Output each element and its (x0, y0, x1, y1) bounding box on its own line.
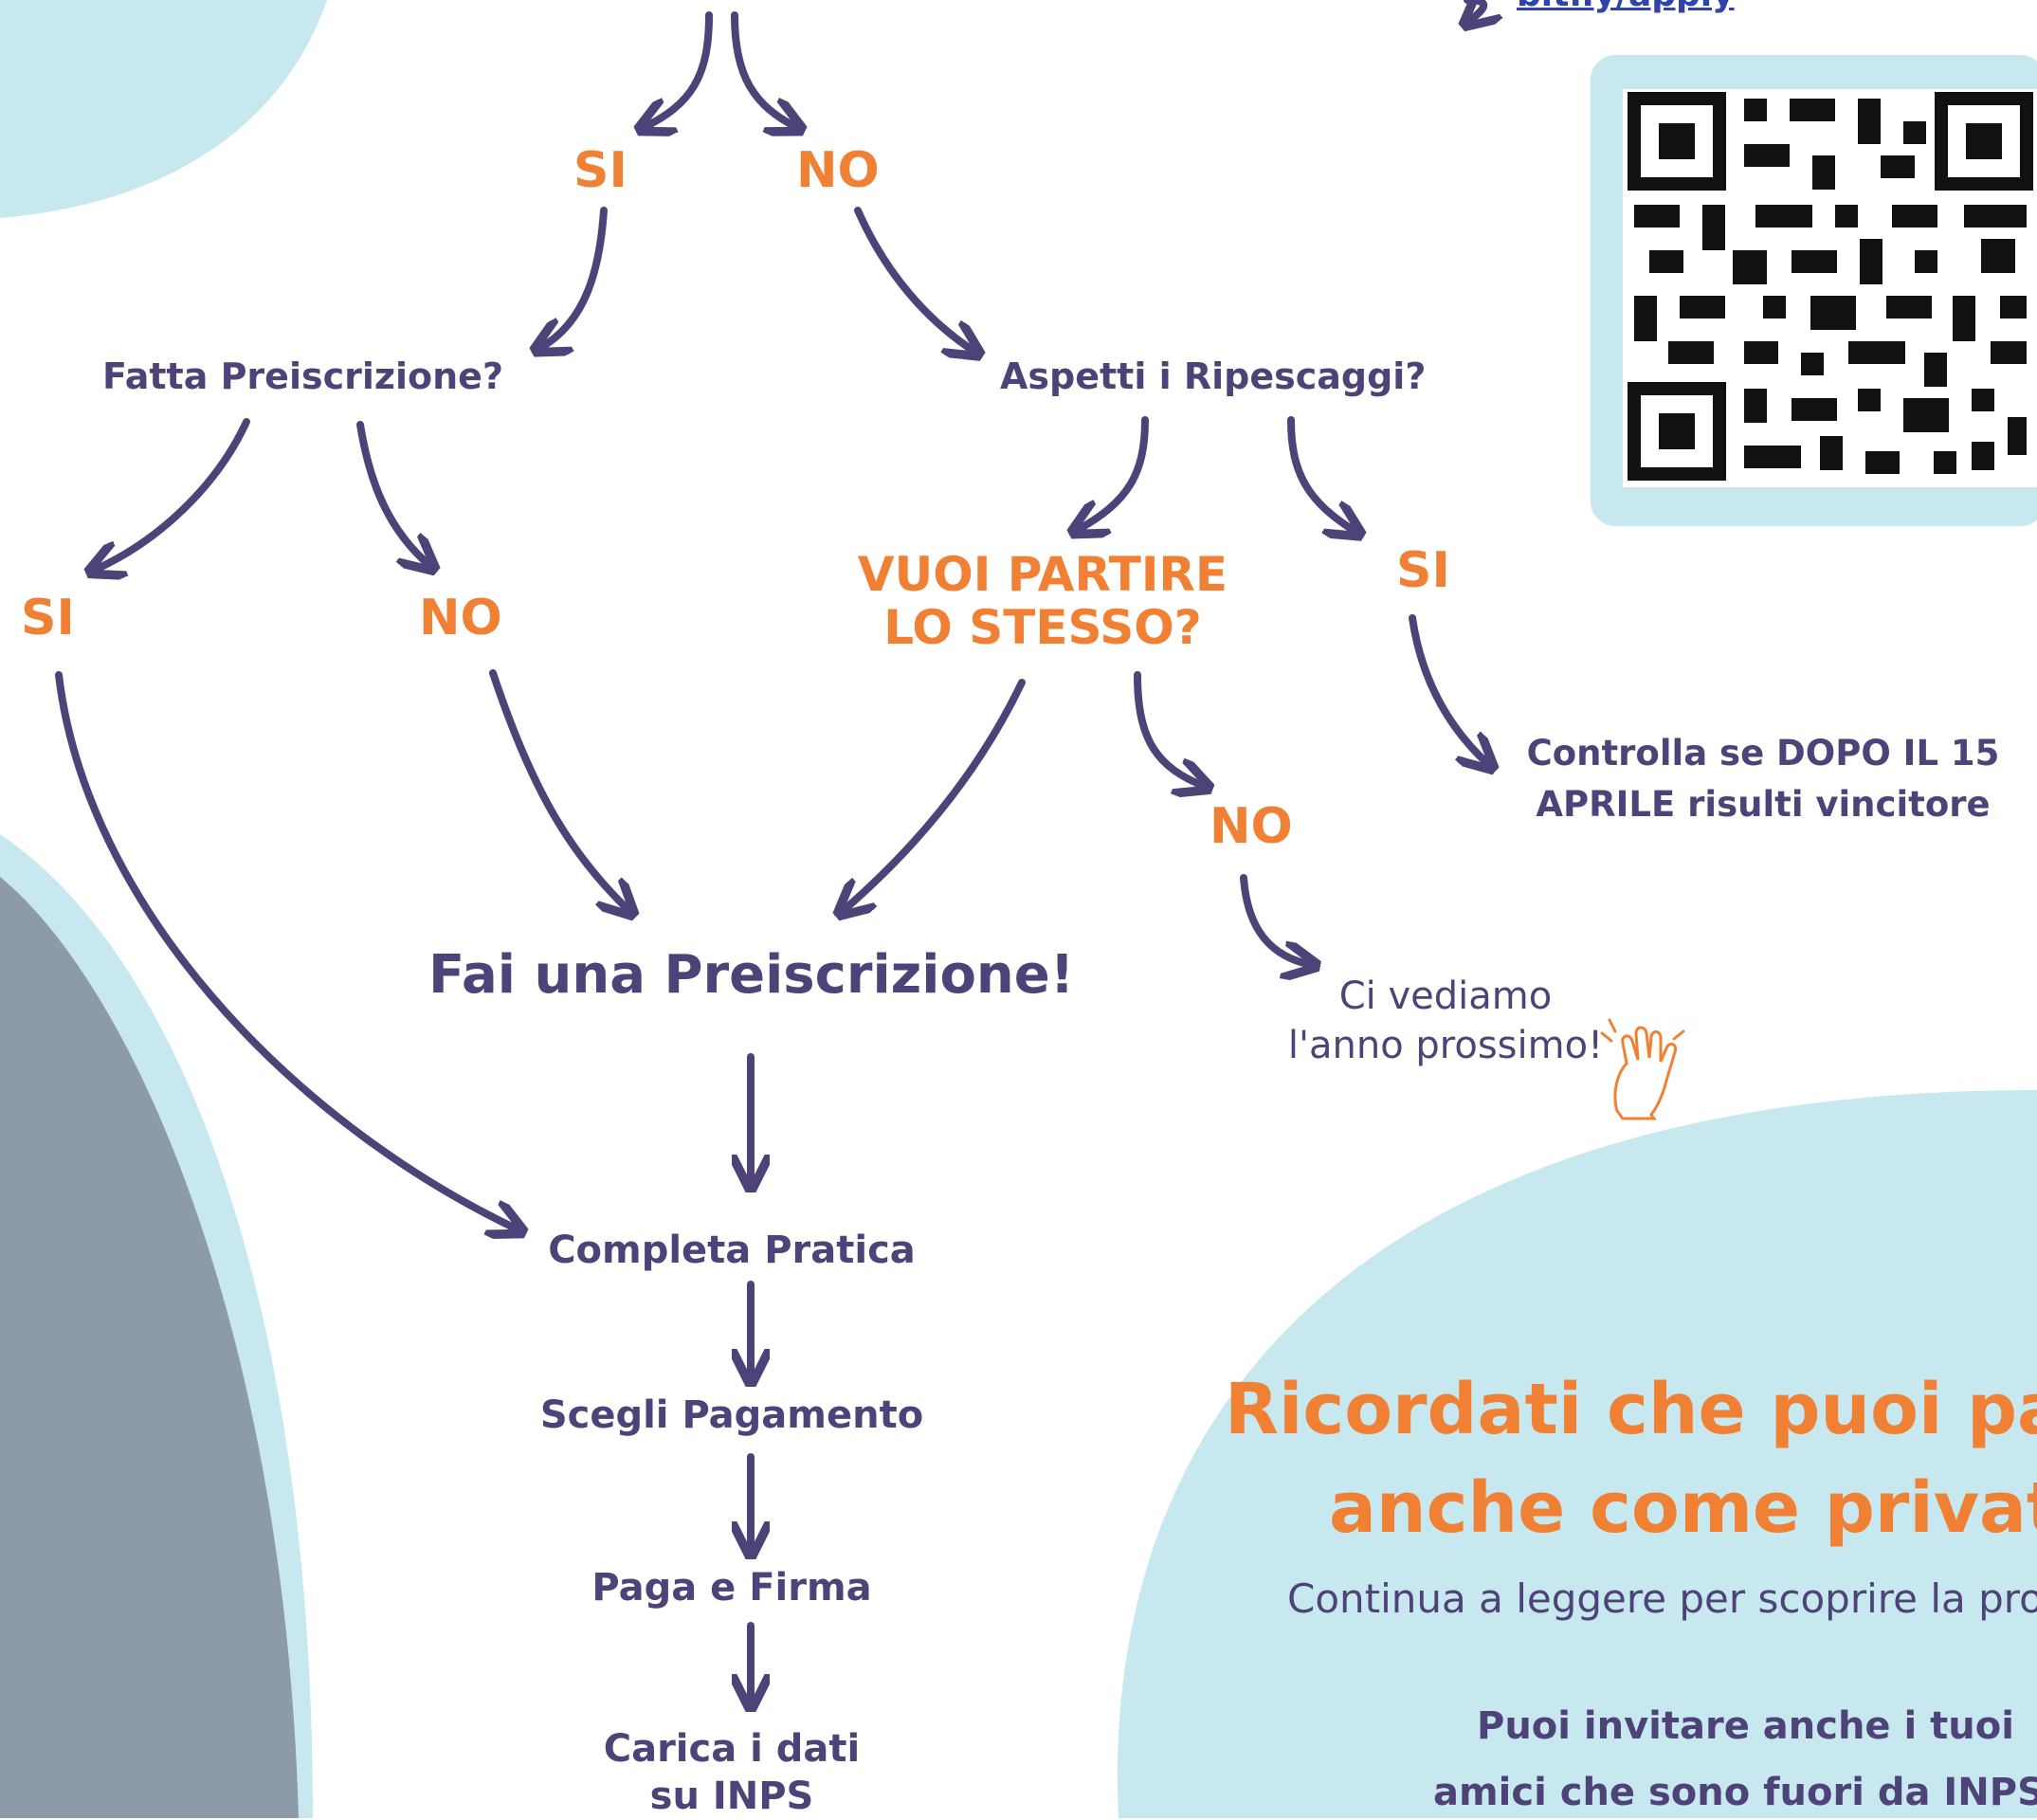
qr-code-icon (1623, 89, 2037, 487)
arrow-icon (643, 11, 713, 128)
arrow-icon (1409, 614, 1490, 766)
invite-line1: Puoi invitare anche i tuoi (1477, 1704, 2014, 1748)
apply-link[interactable]: bit.ly/apply (1517, 0, 1735, 14)
ci-vediamo: Ci vediamo l'anno prossimo! (1261, 972, 1630, 1070)
question-partire-line1: VUOI PARTIRE (857, 547, 1228, 602)
promo-headline-line2: anche come privat (1329, 1467, 2037, 1549)
flow-arrows (55, 0, 1490, 1704)
invite-line2: amici che sono fuori da INPS (1433, 1771, 2037, 1814)
arrow-icon (489, 669, 630, 912)
ci-vediamo-line2: l'anno prossimo! (1287, 1024, 1604, 1067)
step-carica-line1: Carica i dati (603, 1727, 861, 1771)
step-carica-dati: Carica i dati su INPS (523, 1725, 940, 1820)
arrow-icon (93, 418, 250, 571)
preiscrizione-yes-label: SI (21, 590, 75, 646)
promo-headline-line1: Ricordati che puoi pa (1225, 1369, 2037, 1450)
question-ripescaggi: Aspetti i Ripescaggi? (1000, 355, 1427, 397)
step-paga-firma: Paga e Firma (591, 1566, 872, 1610)
top-left-blob (0, 0, 327, 218)
bottom-right-blob (1117, 1090, 2037, 1818)
step-completa-pratica: Completa Pratica (548, 1228, 916, 1272)
step-carica-line2: su INPS (649, 1774, 814, 1818)
arrow-icon (1076, 416, 1149, 531)
promo-subtitle: Continua a leggere per scoprire la pro (1287, 1575, 2037, 1622)
question-partire-line2: LO STESSO? (883, 600, 1202, 655)
ci-vediamo-line1: Ci vediamo (1338, 974, 1553, 1018)
ripescaggi-yes-label: SI (1396, 542, 1450, 599)
arrow-icon (1240, 874, 1313, 965)
preiscrizione-no-label: NO (419, 590, 502, 646)
controlla-line1: Controlla se DOPO IL 15 (1526, 733, 2000, 774)
waving-hand-icon (1600, 1018, 1685, 1120)
branch1-no-label: NO (796, 142, 880, 199)
arrow-icon (842, 679, 1026, 912)
arrow-icon (1467, 0, 1483, 23)
photo-area (0, 877, 299, 1818)
question-preiscrizione: Fatta Preiscrizione? (102, 355, 503, 397)
arrow-icon (356, 421, 431, 567)
arrow-icon (538, 207, 608, 349)
fai-preiscrizione: Fai una Preiscrizione! (428, 944, 1075, 1006)
controlla-vincitore: Controlla se DOPO IL 15 APRILE risulti v… (1507, 728, 2019, 830)
branch1-yes-label: SI (573, 142, 627, 199)
arrow-icon (55, 671, 519, 1230)
arrow-icon (1134, 671, 1206, 787)
arrow-icon (731, 11, 798, 128)
arrow-icon (1287, 416, 1357, 533)
step-scegli-pagamento: Scegli Pagamento (539, 1393, 924, 1437)
controlla-line2: APRILE risulti vincitore (1536, 784, 1991, 825)
arrow-icon (854, 207, 976, 353)
partire-no-label: NO (1209, 798, 1293, 855)
question-partire: VUOI PARTIRE LO STESSO? (815, 548, 1270, 654)
